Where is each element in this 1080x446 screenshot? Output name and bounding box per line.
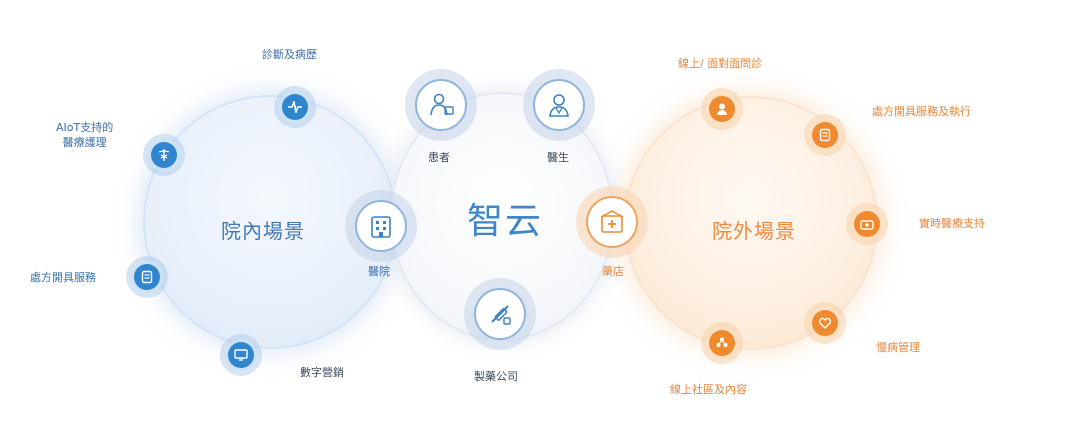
hospital-icon — [345, 190, 417, 262]
consultation-label: 線上/ 面對面問診 — [678, 57, 763, 70]
doctor-consult-icon — [701, 88, 743, 130]
chronic-disease-label: 慢病管理 — [876, 341, 920, 354]
prescription-icon — [126, 256, 168, 298]
platform-title: 智云 — [467, 201, 544, 242]
caduceus-icon — [143, 134, 185, 176]
community-icon — [701, 322, 743, 364]
heartbeat-icon — [274, 86, 316, 128]
prescription-icon — [804, 114, 846, 156]
hospital-label: 醫院 — [368, 265, 390, 278]
prescription-service-label: 處方開具服務 — [30, 271, 96, 284]
digital-marketing-label: 數字營銷 — [300, 366, 344, 379]
realtime-support-label: 實時醫療支持 — [919, 217, 985, 230]
aiot-care-label-line2: 醫療護理 — [62, 136, 107, 149]
patient-icon — [405, 69, 477, 141]
doctor-icon — [523, 69, 595, 141]
in-hospital-scene-title: 院內場景 — [221, 219, 305, 243]
doctor-label: 醫生 — [547, 151, 569, 164]
pharmacy-label: 藥店 — [602, 265, 624, 278]
prescription-execution-label: 處方開具服務及執行 — [872, 105, 971, 118]
out-of-hospital-scene-title: 院外場景 — [712, 219, 796, 243]
pharmacy-icon — [576, 186, 648, 258]
diagnosis-records-label: 診斷及病歷 — [262, 48, 317, 61]
patient-label: 患者 — [428, 151, 450, 164]
heart-shield-icon — [804, 302, 846, 344]
syringe-icon — [464, 278, 536, 350]
pharma-company-label: 製藥公司 — [474, 370, 518, 383]
aiot-care-label-line1: AIoT支持的 — [56, 121, 114, 134]
community-content-label: 線上社區及內容 — [670, 383, 747, 396]
medical-kit-icon — [846, 203, 888, 245]
monitor-icon — [220, 334, 262, 376]
aiot-care-label: AIoT支持的 醫療護理 — [56, 120, 113, 150]
